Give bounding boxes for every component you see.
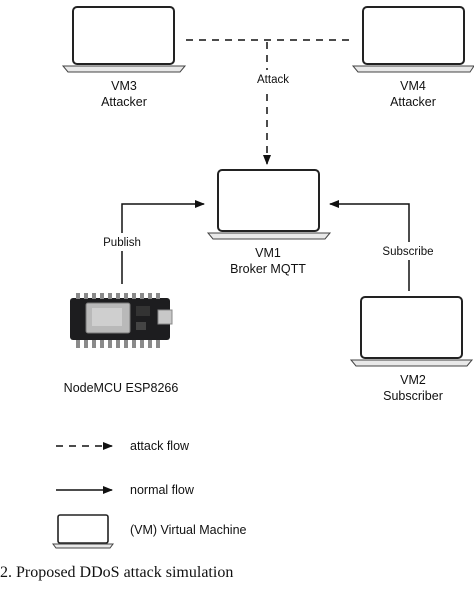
publish-edge-label: Publish	[103, 237, 141, 249]
vm3-name: VM3	[111, 79, 137, 93]
legend-laptop-icon	[52, 514, 114, 549]
nodemcu-board-icon	[70, 293, 173, 348]
subscribe-flow-arrow	[329, 200, 410, 291]
legend-virtual-machine-label: (VM) Virtual Machine	[130, 523, 247, 537]
vm2-laptop-icon	[349, 296, 474, 367]
publish-flow-arrow	[121, 200, 205, 284]
vm1-name: VM1	[255, 246, 281, 260]
vm1-laptop-icon	[206, 169, 332, 240]
vm3-role: Attacker	[101, 95, 147, 109]
subscribe-edge-label: Subscribe	[382, 246, 433, 258]
legend-normal-flow-label: normal flow	[130, 483, 195, 497]
vm3-laptop-icon	[61, 6, 187, 73]
vm2-name: VM2	[400, 373, 426, 387]
vm4-laptop-icon	[351, 6, 474, 73]
nodemcu-label: NodeMCU ESP8266	[64, 381, 179, 395]
vm1-role: Broker MQTT	[230, 262, 306, 276]
vm4-role: Attacker	[390, 95, 436, 109]
attack-edge-label: Attack	[257, 74, 289, 86]
vm2-role: Subscriber	[383, 389, 443, 403]
legend-attack-flow-label: attack flow	[130, 439, 190, 453]
vm4-name: VM4	[400, 79, 426, 93]
legend: attack flow normal flow (VM) Virtual Mac…	[52, 439, 247, 549]
figure-caption: 2. Proposed DDoS attack simulation	[0, 564, 234, 581]
